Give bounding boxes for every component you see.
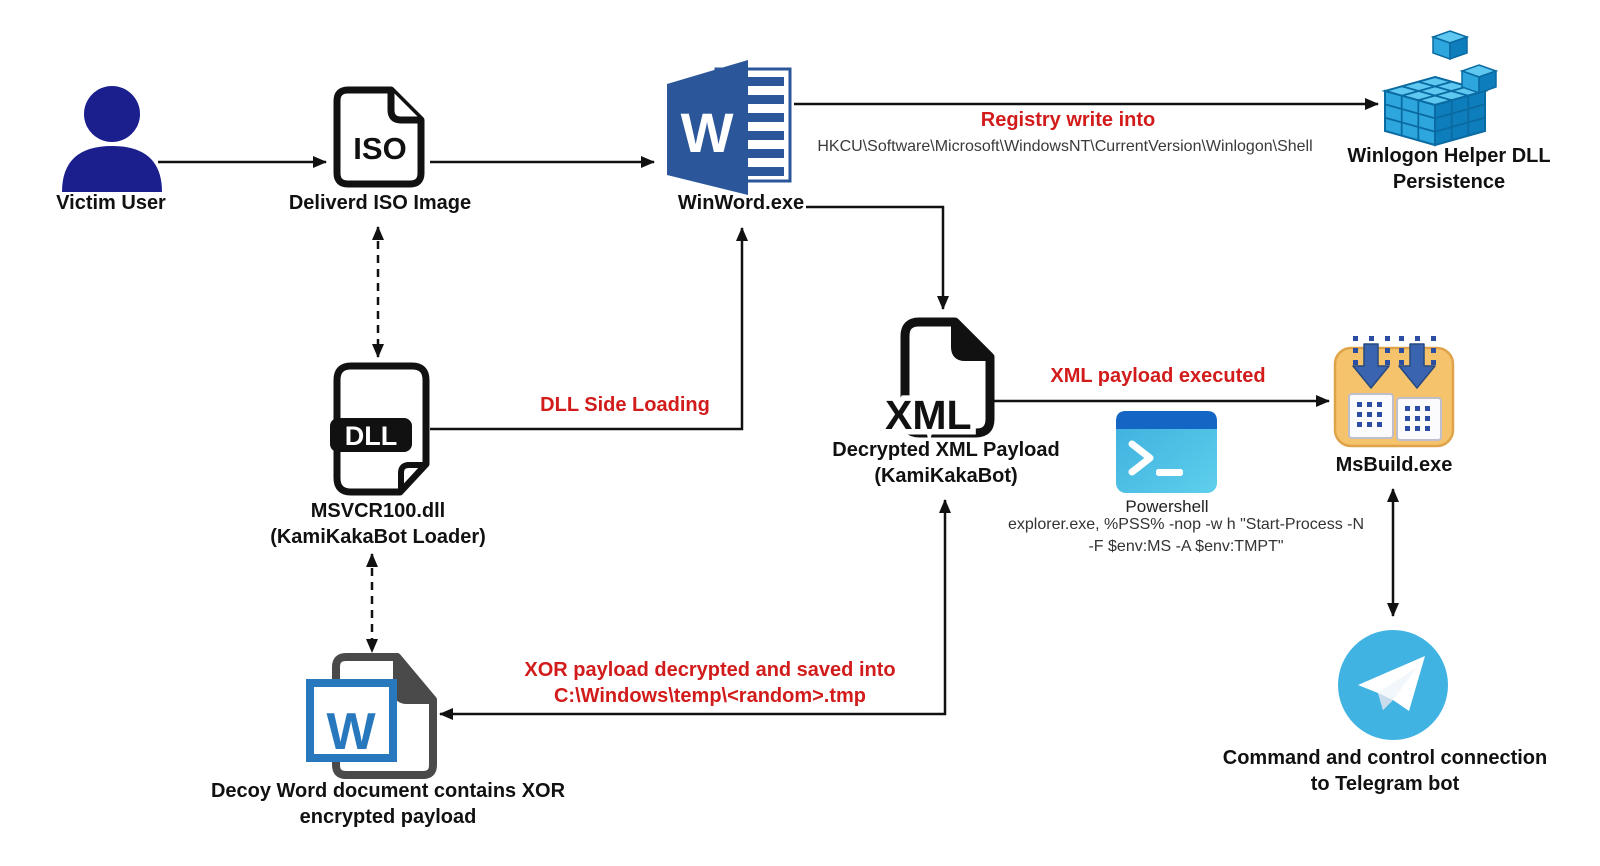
telegram-label-line2: to Telegram bot bbox=[1310, 773, 1460, 795]
winlogon-label-line1: Winlogon Helper DLL bbox=[1347, 145, 1551, 167]
msbuild-arrow-left bbox=[1352, 343, 1390, 389]
decoy-label-line1: Decoy Word document contains XOR bbox=[210, 780, 566, 802]
registry-path-label: HKCU\Software\Microsoft\WindowsNT\Curren… bbox=[817, 138, 1313, 155]
dll-badge-text: DLL bbox=[345, 421, 397, 451]
telegram-label-line1: Command and control connection bbox=[1222, 747, 1548, 769]
person-body-shape bbox=[62, 146, 162, 192]
powershell-icon bbox=[1115, 410, 1218, 494]
prompt-underscore-icon bbox=[1156, 469, 1183, 476]
winword-letter: W bbox=[681, 101, 734, 164]
winword-label: WinWord.exe bbox=[677, 192, 805, 214]
decoy-label: Decoy Word document contains XOR encrypt… bbox=[211, 778, 565, 830]
telegram-icon bbox=[1337, 629, 1449, 741]
xor-label: XOR payload decrypted and saved into C:\… bbox=[524, 657, 895, 709]
winlogon-label: Winlogon Helper DLL Persistence bbox=[1347, 143, 1550, 195]
iso-file-icon: ISO bbox=[333, 86, 425, 188]
dll-file-icon: DLL bbox=[330, 360, 430, 500]
xml-label: Decrypted XML Payload (KamiKakaBot) bbox=[832, 437, 1059, 489]
word-document-icon: W bbox=[300, 650, 440, 782]
msbuild-label: MsBuild.exe bbox=[1335, 454, 1453, 476]
victim-user-icon bbox=[52, 82, 172, 194]
xml-file-icon: XML bbox=[885, 315, 997, 440]
xor-label-line2: C:\Windows\temp\<random>.tmp bbox=[553, 685, 867, 707]
dll-side-loading-label: DLL Side Loading bbox=[540, 394, 710, 416]
winword-icon: W bbox=[660, 55, 802, 197]
xml-label-line1: Decrypted XML Payload bbox=[832, 439, 1060, 461]
msbuild-icon bbox=[1333, 336, 1455, 448]
dll-label-line2: (KamiKakaBot Loader) bbox=[270, 526, 486, 548]
registry-write-label: Registry write into bbox=[980, 109, 1156, 131]
iso-badge-text: ISO bbox=[353, 131, 406, 166]
arrow-xml-decoy-xor bbox=[439, 499, 951, 720]
iso-label: Deliverd ISO Image bbox=[288, 192, 472, 214]
xml-executed-label: XML payload executed bbox=[1050, 365, 1266, 387]
dll-label: MSVCR100.dll (KamiKakaBot Loader) bbox=[270, 498, 486, 550]
victim-user-label: Victim User bbox=[56, 192, 166, 214]
winlogon-label-line2: Persistence bbox=[1392, 171, 1506, 193]
dll-label-line1: MSVCR100.dll bbox=[310, 500, 446, 522]
person-head-shape bbox=[84, 86, 140, 142]
xml-label-line2: (KamiKakaBot) bbox=[874, 465, 1018, 487]
xml-badge-text: XML bbox=[885, 392, 972, 438]
paper-plane-icon bbox=[1358, 656, 1425, 711]
powershell-command: explorer.exe, %PSS% -nop -w h "Start-Pro… bbox=[1008, 514, 1364, 558]
xor-label-line1: XOR payload decrypted and saved into bbox=[524, 659, 896, 681]
arrow-dll-sideloading-to-winword bbox=[430, 227, 748, 431]
powershell-label: Powershell bbox=[1125, 497, 1209, 516]
decoy-word-letter: W bbox=[326, 703, 376, 761]
powershell-command-line2: -F $env:MS -A $env:TMPT" bbox=[1088, 538, 1284, 555]
word-cover-shape bbox=[667, 60, 748, 195]
powershell-command-line1: explorer.exe, %PSS% -nop -w h "Start-Pro… bbox=[1007, 516, 1365, 533]
telegram-label: Command and control connection to Telegr… bbox=[1223, 745, 1547, 797]
msbuild-arrow-right bbox=[1398, 343, 1436, 389]
registry-cube-icon bbox=[1352, 28, 1502, 158]
decoy-label-line2: encrypted payload bbox=[299, 806, 477, 828]
arrow-winword-to-xml bbox=[806, 205, 949, 310]
prompt-chevron-icon bbox=[1128, 440, 1154, 476]
